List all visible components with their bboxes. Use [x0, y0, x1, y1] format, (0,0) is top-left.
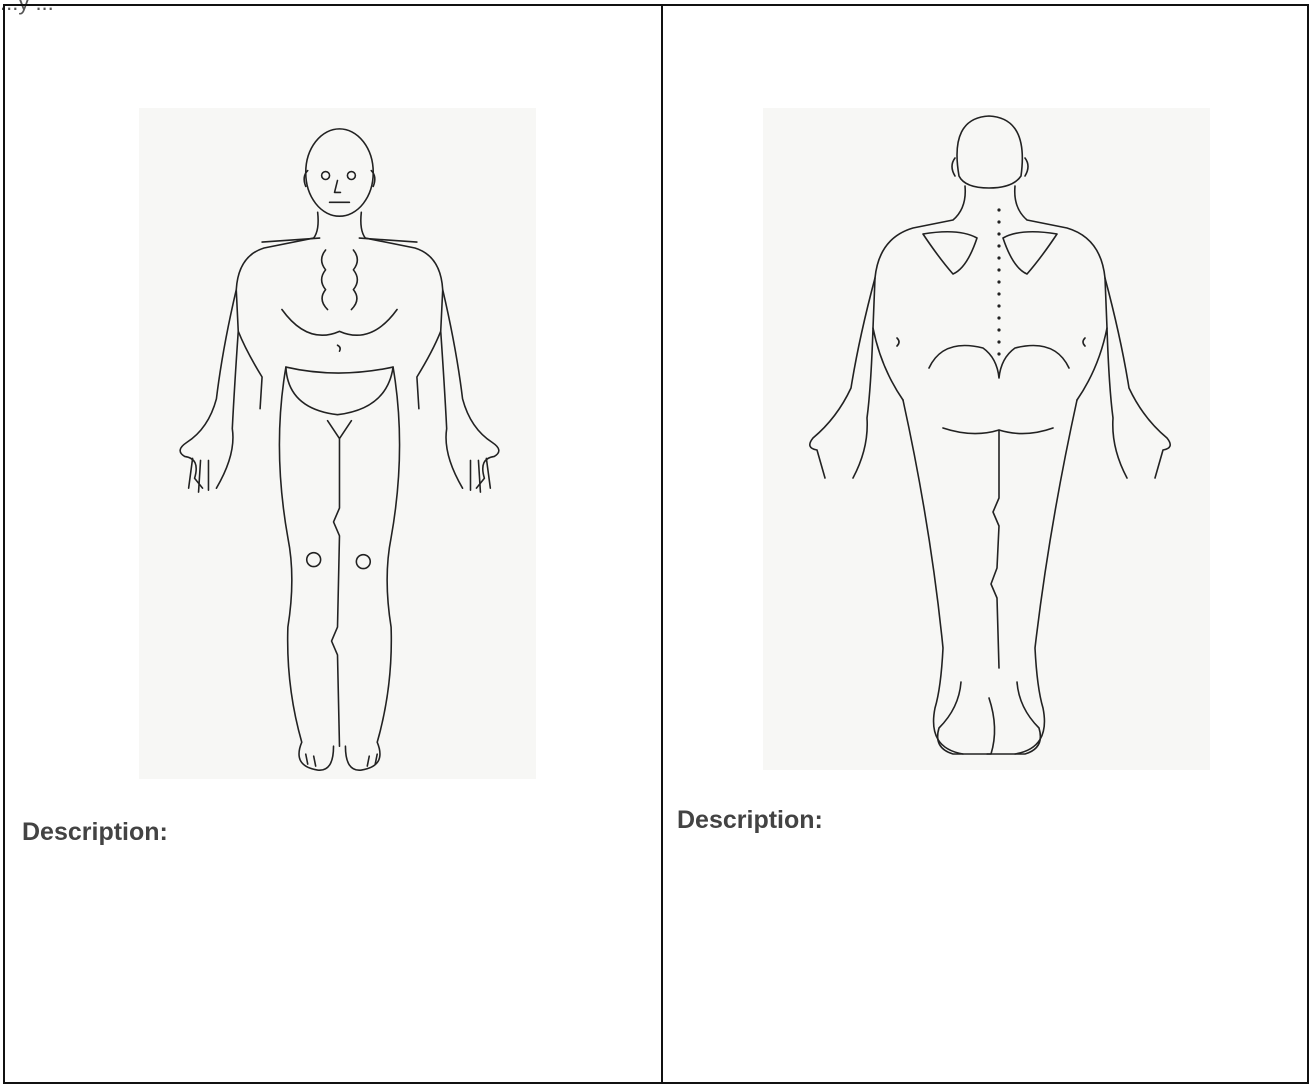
back-description-area[interactable] — [680, 854, 1290, 1034]
back-view-panel: Description: — [663, 6, 1307, 1082]
body-front-outline-icon — [139, 108, 536, 779]
front-view-panel: Description: — [5, 6, 663, 1082]
body-back-outline-icon — [763, 108, 1210, 770]
front-description-area[interactable] — [22, 866, 644, 1046]
back-description-label: Description: — [677, 806, 823, 835]
body-diagram-form: Description: — [3, 4, 1309, 1084]
front-description-label: Description: — [22, 818, 168, 847]
